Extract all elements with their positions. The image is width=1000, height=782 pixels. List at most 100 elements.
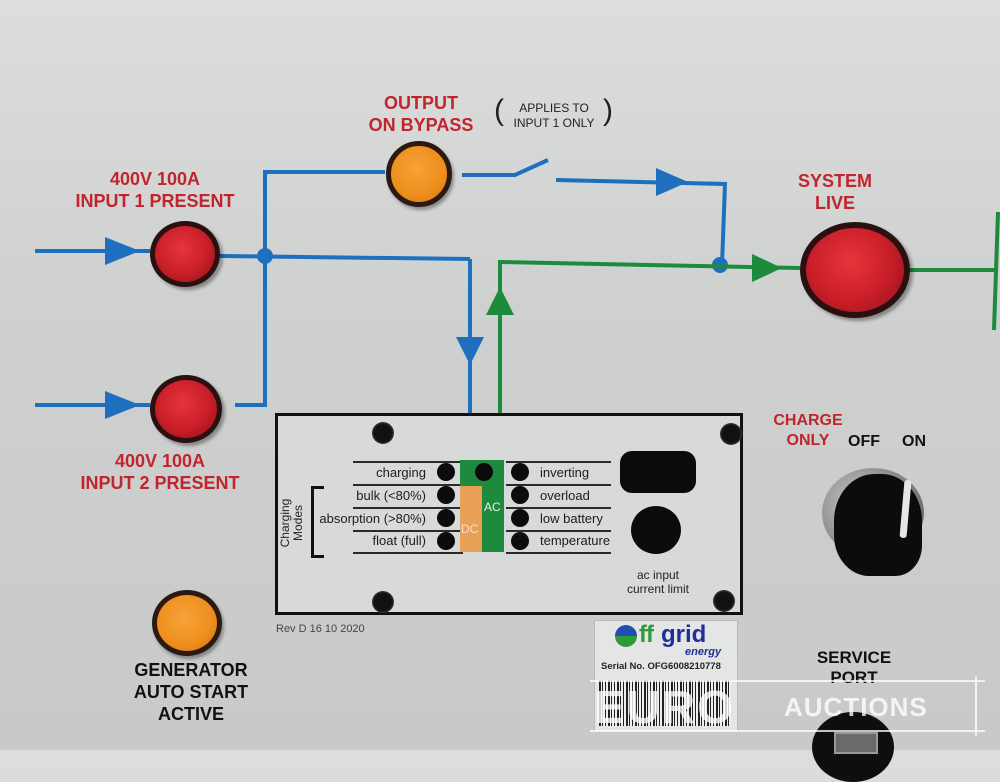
low-battery-led-label: low battery (540, 511, 603, 526)
inverter-control-panel: Charging Modes DC AC charging bulk (<80%… (275, 413, 743, 615)
logo-ff: ff (639, 621, 654, 648)
generator-label: GENERATOR AUTO START ACTIVE (110, 659, 272, 725)
absorption-led-label: absorption (>80%) (319, 511, 426, 526)
generator-line3: ACTIVE (157, 704, 224, 724)
input1-present-lamp (150, 221, 220, 287)
current-limit-line1: ac input (636, 568, 680, 582)
divider (353, 484, 463, 486)
absorption-led (437, 509, 455, 527)
generator-line1: GENERATOR (134, 660, 248, 680)
on-label: ON (902, 433, 926, 450)
bypass-note-line1: APPLIES TO (519, 101, 589, 115)
mode-selector-switch[interactable] (822, 468, 924, 576)
dc-strip: DC (460, 486, 482, 552)
bulk-led (437, 486, 455, 504)
usb-port-icon (834, 732, 878, 754)
divider (353, 530, 463, 532)
bypass-branch-line (263, 170, 385, 256)
watermark-euro: EURO (594, 681, 735, 733)
screw-icon (372, 591, 394, 613)
bypass-note: APPLIES TO INPUT 1 ONLY (506, 101, 602, 131)
bypass-label-line1: OUTPUT (384, 93, 458, 113)
wiring-diagram (35, 158, 1000, 460)
ac-label: AC (484, 500, 501, 514)
service-port-line2: PORT (830, 668, 878, 687)
float-led (437, 532, 455, 550)
input2-rating: 400V 100A (114, 451, 206, 471)
bypass-note-line2: INPUT 1 ONLY (513, 116, 595, 130)
screw-icon (713, 590, 735, 612)
generator-auto-start-lamp (152, 590, 222, 656)
current-limit-knob[interactable] (631, 506, 681, 554)
arrow-right-icon (752, 254, 782, 282)
bypass-label-line2: ON BYPASS (368, 115, 474, 135)
charging-modes-bracket (311, 486, 324, 558)
ac-input-led (475, 463, 493, 481)
divider (506, 530, 611, 532)
bypass-switch (462, 158, 549, 177)
charging-led-label: charging (376, 465, 426, 480)
inverting-led-label: inverting (540, 465, 590, 480)
paren-open: ( (494, 94, 504, 127)
current-limit-line2: current limit (626, 582, 689, 596)
temperature-led-label: temperature (540, 533, 611, 548)
watermark-rule (590, 680, 985, 682)
charge-only-line1: CHARGE (773, 412, 843, 429)
overload-led (511, 486, 529, 504)
divider (506, 552, 611, 554)
logo-grid: grid (661, 621, 707, 648)
watermark-rule (590, 730, 985, 732)
input1-title: INPUT 1 PRESENT (75, 191, 235, 211)
output-bus (992, 211, 1000, 331)
charge-only-label: CHARGE ONLY (766, 411, 850, 451)
arrow-up-icon (486, 287, 514, 315)
paren-close: ) (603, 94, 613, 127)
ac-strip: AC (482, 460, 504, 552)
input2-title: INPUT 2 PRESENT (80, 473, 240, 493)
bypass-return-line (555, 178, 728, 266)
ac-output-line (498, 259, 801, 460)
screw-icon (372, 422, 394, 444)
input2-label: 400V 100A INPUT 2 PRESENT (50, 450, 270, 494)
bypass-label: OUTPUT ON BYPASS (362, 92, 480, 136)
watermark-auctions: AUCTIONS (784, 692, 928, 722)
overload-led-label: overload (540, 488, 590, 503)
serial-barcode (599, 680, 731, 726)
input1-label: 400V 100A INPUT 1 PRESENT (50, 168, 260, 212)
bulk-led-label: bulk (<80%) (356, 488, 426, 503)
input2-present-lamp (150, 375, 222, 443)
service-port-label: SERVICE PORT (806, 648, 902, 688)
inverting-led (511, 463, 529, 481)
divider (353, 507, 463, 509)
junction-dot (257, 248, 273, 264)
divider (353, 461, 463, 463)
divider (506, 507, 611, 509)
serial-number: Serial No. OFG6008210778 (601, 661, 721, 672)
arrow-down-icon (456, 337, 484, 365)
output-on-bypass-lamp (386, 141, 452, 207)
charging-modes-line2: Modes (291, 504, 305, 542)
logo-energy: energy (685, 646, 722, 658)
watermark-rule (975, 676, 977, 736)
system-live-label: SYSTEM LIVE (790, 170, 880, 214)
arrow-right-icon (105, 237, 140, 265)
dc-label: DC (461, 522, 479, 536)
on-off-switch-cutout[interactable] (620, 451, 696, 493)
offgrid-energy-label: O ff grid energy Serial No. OFG600821077… (594, 620, 738, 732)
arrow-right-icon (656, 168, 688, 196)
system-live-lamp (800, 222, 910, 318)
divider (506, 461, 611, 463)
input1-rating: 400V 100A (109, 169, 201, 189)
system-live-line2: LIVE (814, 193, 855, 213)
revision-text: Rev D 16 10 2020 (276, 623, 365, 635)
charge-only-line2: ONLY (786, 432, 830, 449)
divider (506, 484, 611, 486)
temperature-led (511, 532, 529, 550)
input2-join-line (235, 256, 267, 407)
current-limit-label: ac input current limit (598, 568, 718, 596)
divider (353, 552, 463, 554)
low-battery-led (511, 509, 529, 527)
arrow-right-icon (105, 391, 140, 419)
system-live-line1: SYSTEM (797, 171, 872, 191)
screw-icon (720, 423, 742, 445)
